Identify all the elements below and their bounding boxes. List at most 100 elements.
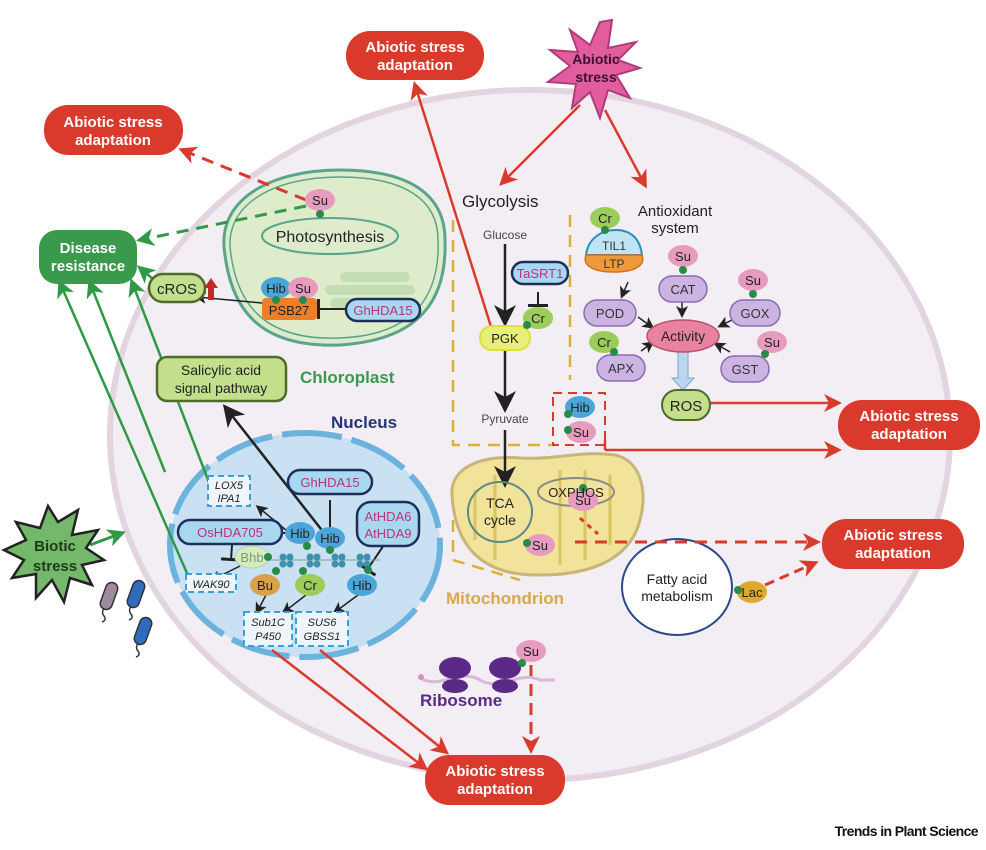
lysine-k-dot bbox=[299, 296, 307, 304]
abiotic-stress-line1: Abiotic bbox=[572, 51, 620, 67]
disease-resistance-box bbox=[39, 230, 137, 284]
wak90-label: WAK90 bbox=[192, 579, 230, 591]
bu-modification-label: Bu bbox=[257, 578, 273, 593]
hib-modification-label: Hib bbox=[352, 578, 372, 593]
arrow-activity-ros bbox=[670, 351, 696, 391]
gbss1-label: GBSS1 bbox=[304, 631, 341, 643]
salicylic-line2: signal pathway bbox=[175, 380, 268, 396]
lysine-k-dot bbox=[272, 567, 280, 575]
hib-modification-bubble bbox=[315, 527, 345, 549]
antioxidant-line1: Antioxidant bbox=[638, 203, 713, 220]
su-modification-bubble bbox=[566, 421, 596, 443]
activity-label: Activity bbox=[661, 328, 705, 344]
arrow-lox-disease bbox=[86, 279, 167, 473]
glycolysis-region bbox=[451, 215, 572, 447]
nucleus-ghhda15-label: GhHDA15 bbox=[300, 475, 359, 490]
fatty-acid-circle bbox=[621, 538, 733, 636]
su-modification-bubble bbox=[305, 189, 335, 211]
gst-label: GST bbox=[732, 362, 759, 377]
hib-modification-label: Hib bbox=[570, 400, 590, 415]
su-modification-label: Su bbox=[764, 335, 780, 350]
lysine-k-dot bbox=[326, 546, 334, 554]
su-modification-bubble bbox=[525, 534, 555, 556]
arrow-wak-disease bbox=[57, 279, 192, 581]
cr-modification-bubble bbox=[589, 331, 619, 353]
arrow-su-abiotic-dashed bbox=[178, 146, 307, 202]
mitochondrion-label: Mitochondrion bbox=[446, 589, 564, 608]
biotic-stress-line1: Biotic bbox=[34, 538, 76, 555]
hib-modification-bubble bbox=[347, 574, 377, 596]
bacteria-illustration bbox=[99, 579, 153, 658]
tasrt1-label: TaSRT1 bbox=[517, 266, 564, 281]
arrow-hib-salicylic bbox=[222, 404, 329, 539]
til1-ltp-icon bbox=[584, 228, 644, 256]
p450-label: P450 bbox=[255, 631, 282, 643]
lysine-k-dot bbox=[610, 348, 618, 356]
bhb-modification-label: Bhb bbox=[240, 550, 263, 565]
fatty-line2: metabolism bbox=[641, 588, 713, 604]
hib-modification-bubble bbox=[261, 277, 291, 299]
salicylic-line1: Salicylic acid bbox=[181, 362, 261, 378]
abiotic-stress-star bbox=[545, 18, 644, 122]
su-modification-label: Su bbox=[523, 644, 539, 659]
ros-label: ROS bbox=[670, 398, 703, 415]
abiotic-right1-line1: Abiotic stress bbox=[859, 408, 958, 425]
cr-modification-bubble bbox=[590, 207, 620, 229]
biotic-stress-star bbox=[1, 503, 108, 606]
arrow-sus6-abiotic bbox=[319, 649, 450, 755]
ribosome-illustration bbox=[418, 657, 555, 693]
abiotic-outcome-bottom bbox=[425, 755, 565, 805]
arrow-pgk-abiotic bbox=[410, 81, 495, 334]
oxphos-label: OXPHOS bbox=[548, 485, 604, 500]
mitochondrion bbox=[450, 452, 645, 577]
abiotic-bottom-line1: Abiotic stress bbox=[445, 763, 544, 780]
ribosome-label: Ribosome bbox=[420, 691, 502, 710]
gox-label: GOX bbox=[741, 306, 770, 321]
fatty-line1: Fatty acid bbox=[647, 571, 708, 587]
su-modification-label: Su bbox=[295, 281, 311, 296]
su-modification-label: Su bbox=[675, 249, 691, 264]
ipa1-label: IPA1 bbox=[217, 493, 240, 505]
apx-label: APX bbox=[608, 361, 634, 376]
abiotic-right2-line1: Abiotic stress bbox=[843, 527, 942, 544]
hib-modification-bubble bbox=[285, 522, 315, 544]
pod-label: POD bbox=[596, 306, 624, 321]
abiotic-top-line1: Abiotic stress bbox=[365, 39, 464, 56]
tca-line2: cycle bbox=[484, 512, 516, 528]
arrow-su-disease-dashed bbox=[136, 204, 307, 247]
abiotic-left-line1: Abiotic stress bbox=[63, 114, 162, 131]
cr-modification-bubble bbox=[295, 574, 325, 596]
cr-modification-label: Cr bbox=[531, 311, 545, 326]
oshda705-label: OsHDA705 bbox=[197, 525, 263, 540]
cr-modification-label: Cr bbox=[303, 578, 317, 593]
abiotic-left-line2: adaptation bbox=[75, 132, 151, 149]
su-modification-label: Su bbox=[575, 493, 591, 508]
arrow-stress-glycolysis bbox=[499, 104, 581, 186]
psb27-label: PSB27 bbox=[269, 303, 309, 318]
antioxidant-line2: system bbox=[651, 220, 699, 237]
photosynthesis-oval bbox=[261, 217, 399, 255]
su-modification-bubble bbox=[668, 245, 698, 267]
abiotic-outcome-left bbox=[44, 105, 183, 155]
lysine-k-dot bbox=[679, 266, 687, 274]
lox5-label: LOX5 bbox=[215, 480, 244, 492]
lac-modification-label: Lac bbox=[742, 585, 763, 600]
photosynthesis-label: Photosynthesis bbox=[276, 229, 385, 246]
lysine-k-dot bbox=[316, 210, 324, 218]
lysine-k-dot bbox=[601, 226, 609, 234]
athda6-label: AtHDA6 bbox=[365, 509, 412, 524]
lysine-k-dot bbox=[364, 566, 372, 574]
abiotic-right1-line2: adaptation bbox=[871, 426, 947, 443]
lysine-k-dot bbox=[518, 659, 526, 667]
tca-line1: TCA bbox=[486, 495, 515, 511]
su-modification-bubble bbox=[738, 269, 768, 291]
su-modification-label: Su bbox=[532, 538, 548, 553]
chloroplast-label: Chloroplast bbox=[300, 368, 395, 387]
salicylic-box bbox=[155, 355, 288, 403]
hib-modification-label: Hib bbox=[290, 526, 310, 541]
abiotic-stress-line2: stress bbox=[575, 69, 616, 85]
hib-modification-bubble bbox=[565, 396, 595, 418]
lysine-k-dot bbox=[523, 539, 531, 547]
cr-modification-label: Cr bbox=[598, 211, 612, 226]
